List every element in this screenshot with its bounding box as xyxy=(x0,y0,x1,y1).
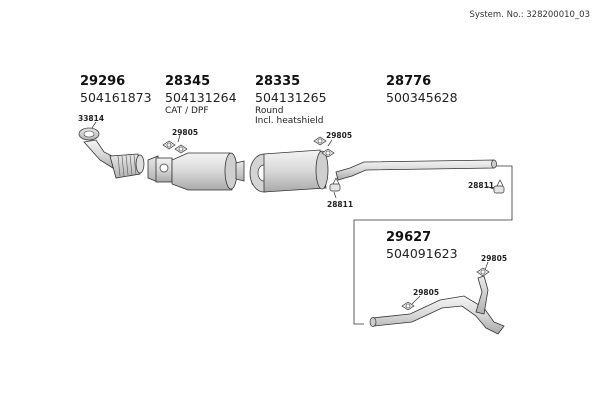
tail-pipe-icon xyxy=(369,275,505,335)
clamp-icon xyxy=(401,301,415,311)
note-silencer-heatshield: Incl. heatshield xyxy=(255,116,324,126)
hanger-icon xyxy=(493,179,505,194)
label-clamp-a: 29805 xyxy=(172,128,199,137)
silencer-icon xyxy=(249,149,329,193)
label-hanger-b: 28811 xyxy=(468,181,495,190)
middle-pipe-icon xyxy=(335,159,497,181)
leader-lines xyxy=(91,121,497,305)
oem-number-cat-dpf: 504131264 xyxy=(165,90,237,105)
oem-number-tail-pipe: 504091623 xyxy=(386,246,458,261)
connection-line xyxy=(353,165,513,325)
label-hanger-a: 28811 xyxy=(327,200,354,209)
oem-number-silencer: 504131265 xyxy=(255,90,327,105)
note-silencer-shape: Round xyxy=(255,106,284,116)
part-number-downpipe: 29296 xyxy=(80,74,126,89)
note-cat-dpf: CAT / DPF xyxy=(165,106,209,116)
downpipe-icon xyxy=(83,139,145,179)
label-gasket: 33814 xyxy=(78,114,105,123)
oem-number-middle-pipe: 500345628 xyxy=(386,90,458,105)
hanger-icon xyxy=(329,177,341,192)
label-clamp-c: 29805 xyxy=(481,254,508,263)
part-number-cat-dpf: 28345 xyxy=(165,74,211,89)
part-number-silencer: 28335 xyxy=(255,74,301,89)
clamp-icon xyxy=(162,140,188,154)
label-clamp-b: 29805 xyxy=(326,131,353,140)
part-number-tail-pipe: 29627 xyxy=(386,230,432,245)
part-number-middle-pipe: 28776 xyxy=(386,74,432,89)
clamp-icon xyxy=(313,136,335,158)
oem-number-downpipe: 504161873 xyxy=(80,90,152,105)
system-number: System. No.: 328200010_03 xyxy=(469,10,590,20)
catalytic-converter-icon xyxy=(147,152,245,191)
gasket-icon xyxy=(78,127,100,141)
label-clamp-d: 29805 xyxy=(413,288,440,297)
clamp-icon xyxy=(476,267,490,277)
